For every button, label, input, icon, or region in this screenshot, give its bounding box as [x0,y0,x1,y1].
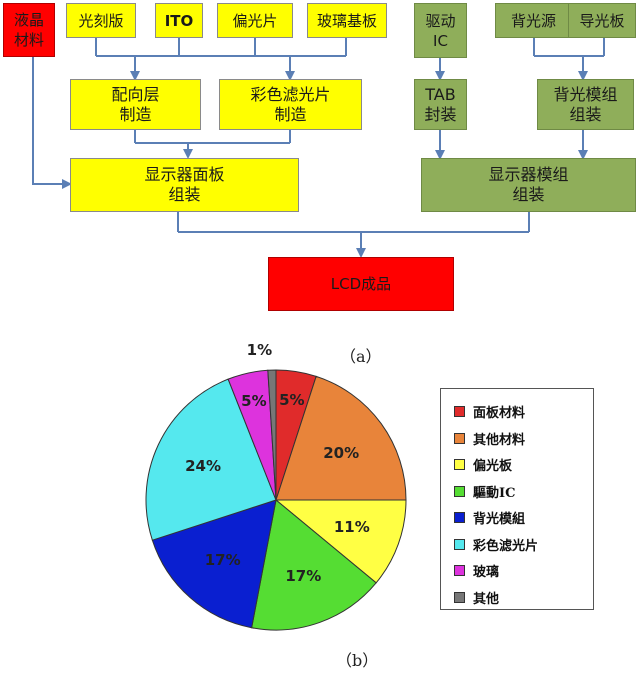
box-photomask: 光刻版 [66,3,136,38]
caption-a: （a） [340,347,382,366]
box-lcd-material: 液晶 材料 [3,3,55,57]
box-glass-substrate: 玻璃基板 [307,3,387,38]
box-driver-ic: 驱动 IC [414,3,467,58]
pie-slice-label: 11% [333,518,370,537]
legend-label: 驅動IC [473,485,516,501]
legend-label: 面板材料 [473,406,526,421]
pie-slice-label: 24% [185,456,222,475]
legend-swatch [454,512,465,523]
box-lcd-product: LCD成品 [268,257,454,311]
caption-b: （b） [336,651,379,670]
legend-swatch [454,432,465,444]
legend-item: 背光模組 [454,508,525,527]
pie-slice [274,499,407,584]
connector-backlight [533,38,605,57]
pie-slice [151,499,277,629]
connector-top-yellow [95,38,347,57]
box-module-assembly: 显示器模组 组装 [421,158,636,212]
pie-slice-label: 20% [323,443,360,462]
pie-slice-label: 17% [204,551,241,570]
box-tab-packaging: TAB 封装 [414,79,467,130]
legend-swatch [454,485,465,497]
box-backlight-module: 背光模组 组装 [537,79,634,130]
pie-slice-label: 17% [285,566,322,585]
legend-item: 玻璃 [454,561,499,580]
legend-label: 其他材料 [473,432,526,448]
connector-bottom [177,212,530,233]
legend-swatch [454,565,465,576]
pie-slice-label: 1% [246,341,273,360]
box-color-filter: 彩色滤光片 制造 [219,79,362,130]
box-panel-assembly: 显示器面板 组装 [70,158,299,212]
pie-slice [251,499,377,631]
arrow-lcd-material-to-panel [32,57,72,189]
legend-item: 驅動IC [454,482,515,501]
box-ito: ITO [155,3,203,38]
box-backlight-source: 背光源 [495,3,572,38]
pie-slice-label: 5% [279,390,305,409]
legend-item: 其他 [454,588,499,607]
legend-label: 彩色滤光片 [473,538,539,554]
legend-label: 背光模組 [473,512,526,527]
box-polarizer: 偏光片 [217,3,293,38]
legend-label: 玻璃 [473,565,500,580]
legend-item: 彩色滤光片 [454,535,538,554]
flow-connectors [32,38,605,258]
legend-label: 偏光板 [473,459,513,474]
pie-slice [145,378,277,541]
connector-middle-yellow [134,130,291,144]
legend-swatch [454,406,465,417]
pie-slice [275,375,407,501]
legend-swatch [454,459,465,470]
legend-item: 其他材料 [454,429,525,448]
box-alignment-layer: 配向层 制造 [70,79,201,130]
legend-swatch [454,591,465,603]
legend-label: 其他 [473,591,500,607]
legend-item: 面板材料 [454,402,525,421]
legend-item: 偏光板 [454,455,512,474]
pie-slice [267,369,277,501]
legend-swatch [454,538,465,550]
pie-legend: 面板材料其他材料偏光板驅動IC 背光模組彩色滤光片玻璃其他 [440,388,594,610]
box-light-guide: 导光板 [568,3,636,38]
pie-slice-label: 5% [241,392,267,411]
